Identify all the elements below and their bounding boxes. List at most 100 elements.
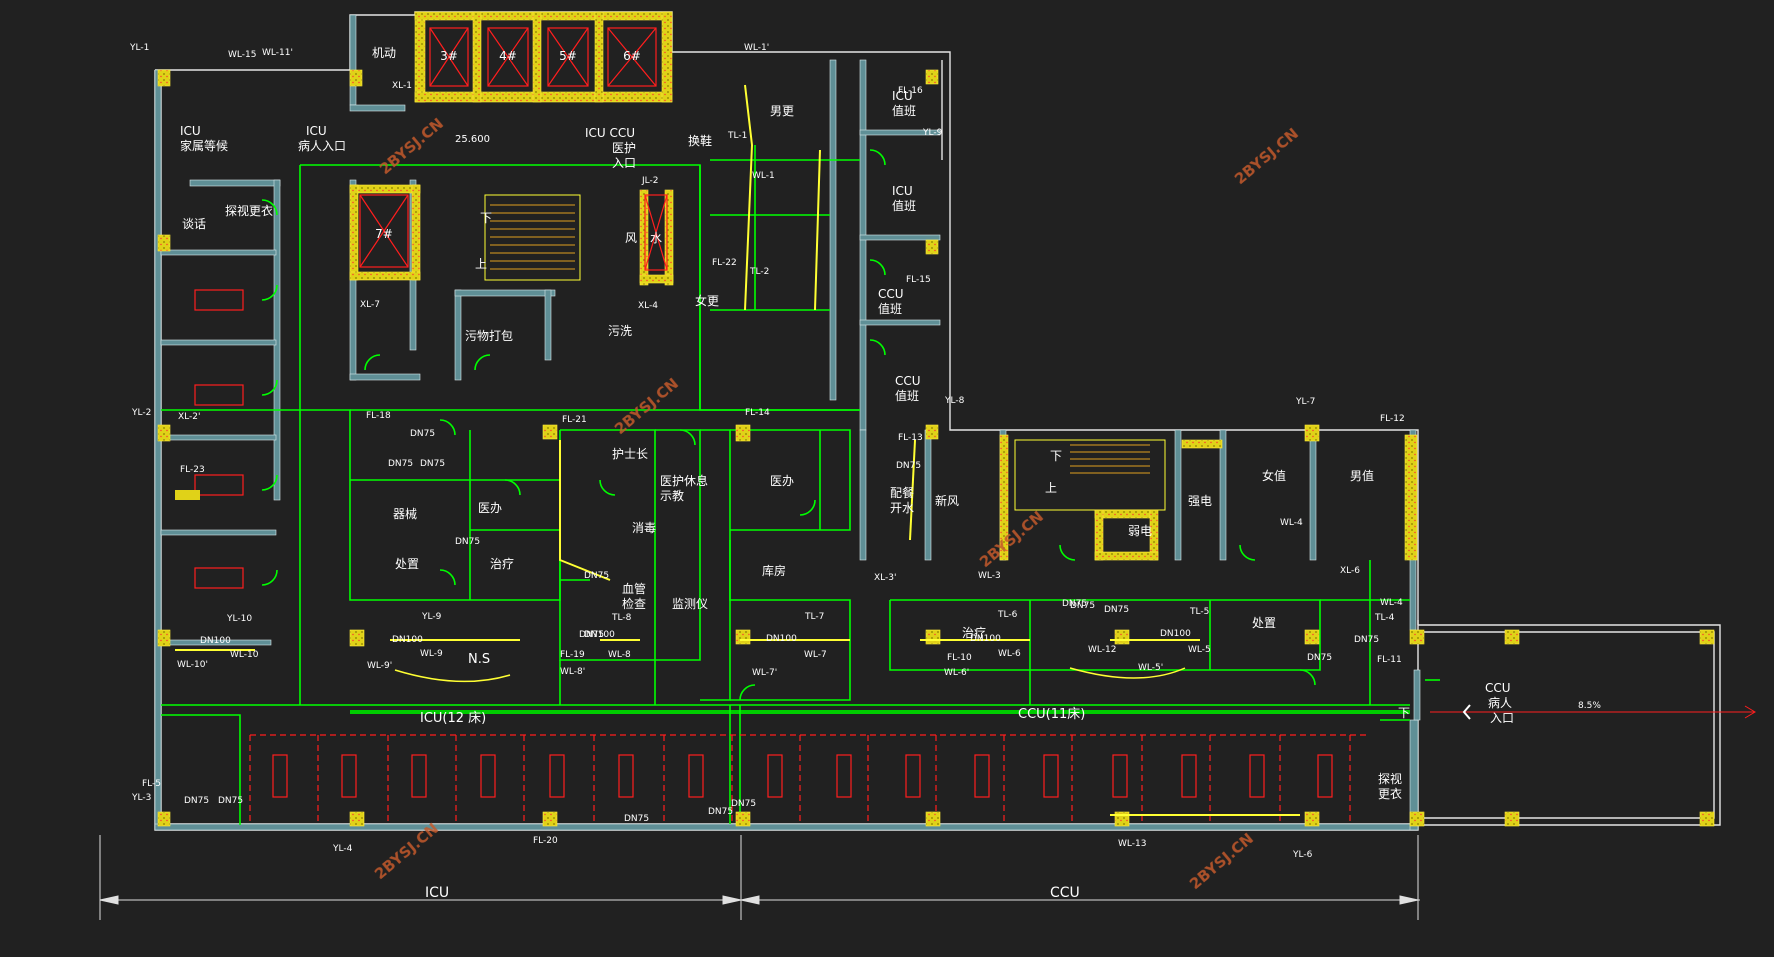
room-ccu-duty-2-label: 值班 — [895, 388, 919, 403]
elevator-label: 4# — [499, 49, 517, 63]
room-icu-duty-1-label: 值班 — [892, 103, 916, 118]
pipe-label: YL-6 — [1292, 850, 1313, 860]
room-shui: 水 — [650, 231, 662, 245]
room-labels: 机动 ICU 家属等候 ICU 病人入口 ICU CCU 医护 入口 25.60… — [180, 46, 1601, 801]
room-icu-duty-2: ICU — [892, 184, 913, 198]
room-yihu-xiuxi: 医护休息 — [660, 473, 708, 488]
stair-xia: 下 — [480, 211, 492, 225]
pipe-label: WL-8 — [608, 650, 631, 660]
room-tanshi: 谈话 — [182, 217, 206, 231]
pipe-label: FL-18 — [366, 411, 391, 421]
room-icu-ccu-entry: ICU CCU — [585, 126, 635, 140]
room-xiaodu: 消毒 — [632, 521, 656, 535]
pipe-label: FL-15 — [906, 275, 931, 285]
room-zhiliao-guan: 血管 — [622, 581, 646, 596]
ramp-slope: 8.5% — [1578, 701, 1601, 711]
pipe-label: YL-8 — [944, 396, 965, 406]
pipe-network-yellow — [175, 84, 1300, 816]
pipe-label: WL-13 — [1118, 839, 1146, 849]
pipe-label: DN75 — [731, 799, 756, 809]
stair-xia-2: 下 — [1050, 449, 1062, 463]
room-tanshi-geng: 探视更衣 — [225, 203, 273, 218]
room-qiangdian: 强电 — [1188, 494, 1212, 508]
pipe-label: WL-15 — [228, 50, 256, 60]
elevator-label: 5# — [559, 49, 577, 63]
nurse-counters — [394, 667, 1186, 683]
pipe-label: DN75 — [420, 459, 445, 469]
pipe-labels: YL-1 WL-15 WL-11' XL-1 WL-1' FL-16 YL-9 … — [129, 43, 1405, 860]
pipe-label: TL-5 — [1189, 607, 1209, 617]
elevator-shafts — [359, 27, 668, 271]
room-icu-duty-1: ICU — [892, 89, 913, 103]
room-wuxi: 污洗 — [608, 324, 632, 338]
pipe-label: WL-6' — [944, 668, 969, 678]
room-icu-duty-2-label: 值班 — [892, 198, 916, 213]
pipe-label: DN75 — [388, 459, 413, 469]
pipe-label: FL-14 — [745, 408, 770, 418]
pipe-label: XL-3' — [874, 573, 896, 583]
pipe-label: WL-5' — [1138, 663, 1163, 673]
pipe-label: DN75 — [1307, 653, 1332, 663]
pipe-label: FL-19 — [560, 650, 585, 660]
pipe-label: WL-7' — [752, 668, 777, 678]
room-nv-geng: 女更 — [695, 293, 719, 308]
pipe-label: DN75 — [708, 807, 733, 817]
pipe-label: DN75 — [579, 630, 604, 640]
pipe-label: DN100 — [392, 635, 423, 645]
dimension-ccu: CCU — [1050, 885, 1080, 901]
pipe-label: DN100 — [766, 634, 797, 644]
pipe-label: WL-4 — [1280, 518, 1303, 528]
room-yihu-xiuxi-label: 示教 — [660, 488, 684, 503]
pipe-label: XL-2' — [178, 412, 200, 422]
pipe-label: DN75 — [1354, 635, 1379, 645]
pipe-label: YL-9 — [421, 612, 442, 622]
pipe-label: WL-1' — [744, 43, 769, 53]
room-yiban-2: 医办 — [770, 473, 794, 488]
stair-shang: 上 — [475, 257, 487, 271]
ramp-arrow — [1430, 704, 1756, 720]
pipe-label: FL-10 — [947, 653, 972, 663]
pipe-label: YL-2 — [131, 408, 151, 418]
pipe-label: DN75 — [624, 814, 649, 824]
stair-down-east: 下 — [1398, 706, 1410, 720]
room-jiance: 监测仪 — [672, 597, 708, 611]
stair-shang-2: 上 — [1045, 481, 1057, 495]
pipe-label: DN75 — [455, 537, 480, 547]
pipe-label: FL-11 — [1377, 655, 1402, 665]
watermark: 2BYSJ.CN — [376, 114, 447, 178]
room-icu-ccu-entry-label-2: 入口 — [612, 156, 636, 170]
pipe-label: DN75 — [1062, 599, 1087, 609]
elevation-mark: 25.600 — [455, 134, 490, 145]
room-ccu-entry-label-2: 入口 — [1490, 711, 1514, 725]
room-ccu-ward: CCU(11床) — [1018, 707, 1085, 722]
pipe-label: DN100 — [970, 634, 1001, 644]
stairs — [484, 194, 1166, 511]
room-zhiliao-1: 治疗 — [490, 557, 514, 571]
watermark: 2BYSJ.CN — [1231, 124, 1302, 188]
room-wuwu-dabao: 污物打包 — [465, 329, 513, 343]
pipe-label: TL-7 — [804, 612, 824, 622]
pipe-label: DN100 — [1160, 629, 1191, 639]
pipe-label: DN75 — [584, 571, 609, 581]
room-zhiliao-guan-label: 检查 — [622, 596, 646, 611]
pipe-label: TL-4 — [1374, 613, 1395, 623]
pipe-label: WL-9 — [420, 649, 443, 659]
pipe-label: WL-4 — [1380, 598, 1403, 608]
room-icu-entry: ICU — [306, 124, 327, 138]
pipe-label: TL-8 — [611, 613, 632, 623]
room-jidong: 机动 — [372, 46, 396, 60]
watermark: 2BYSJ.CN — [1186, 829, 1257, 893]
room-tanshi-2-label: 更衣 — [1378, 786, 1402, 801]
watermark: 2BYSJ.CN — [611, 374, 682, 438]
pipe-label: TL-6 — [997, 610, 1018, 620]
room-icu-family: ICU — [180, 124, 201, 138]
pipe-label: XL-1 — [392, 81, 412, 91]
room-huangeng: 换鞋 — [688, 133, 712, 148]
pipe-label: WL-11' — [262, 48, 293, 58]
room-ruodian: 弱电 — [1128, 524, 1152, 538]
pipe-label: TL-1 — [727, 131, 747, 141]
pipe-label: DN100 — [584, 630, 615, 640]
pipe-label: WL-10' — [177, 660, 208, 670]
pipe-label: FL-12 — [1380, 414, 1405, 424]
